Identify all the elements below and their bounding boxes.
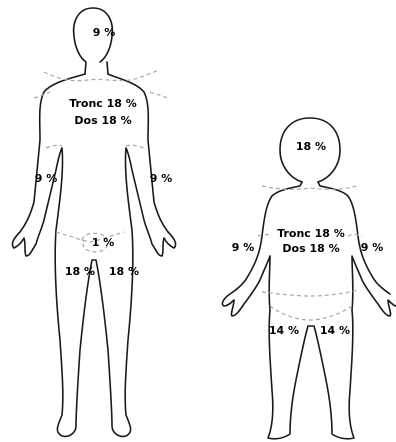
adult-figure xyxy=(12,8,175,436)
child-diaper-dash-line xyxy=(270,306,352,320)
child-armpit-dash-right xyxy=(348,235,362,237)
child-trunk-front-label: Tronc 18 % xyxy=(277,227,345,240)
adult-armpit-dash-left xyxy=(46,145,62,148)
child-trunk-back-label: Dos 18 % xyxy=(282,242,339,255)
adult-armpit-dash-right xyxy=(126,145,144,148)
child-armpit-dash-left xyxy=(258,235,272,237)
child-leg-left-percent: 14 % xyxy=(320,324,350,337)
adult-leg-left-percent: 18 % xyxy=(109,265,139,278)
adult-trunk-front-label: Tronc 18 % xyxy=(69,97,137,110)
adult-body-outline xyxy=(12,74,175,436)
child-arm-left-percent: 9 % xyxy=(361,241,384,254)
child-leg-right-percent: 14 % xyxy=(269,324,299,337)
adult-shoulder-dash-line xyxy=(44,70,160,81)
adult-leg-right-percent: 18 % xyxy=(65,265,95,278)
adult-trunk-back-label: Dos 18 % xyxy=(74,114,131,127)
adult-groin-percent: 1 % xyxy=(92,236,115,249)
adult-upperarm-dash-right xyxy=(150,92,168,98)
adult-arm-right-percent: 9 % xyxy=(35,172,58,185)
child-head-percent: 18 % xyxy=(296,140,326,153)
adult-arm-left-percent: 9 % xyxy=(150,172,173,185)
adult-head-outline xyxy=(74,8,113,74)
child-shoulder-dash-line xyxy=(262,186,356,189)
child-figure xyxy=(222,118,396,439)
child-hip-dash-line xyxy=(262,290,358,296)
child-body-outline xyxy=(222,182,396,439)
adult-head-percent: 9 % xyxy=(93,26,116,39)
child-arm-right-percent: 9 % xyxy=(232,241,255,254)
